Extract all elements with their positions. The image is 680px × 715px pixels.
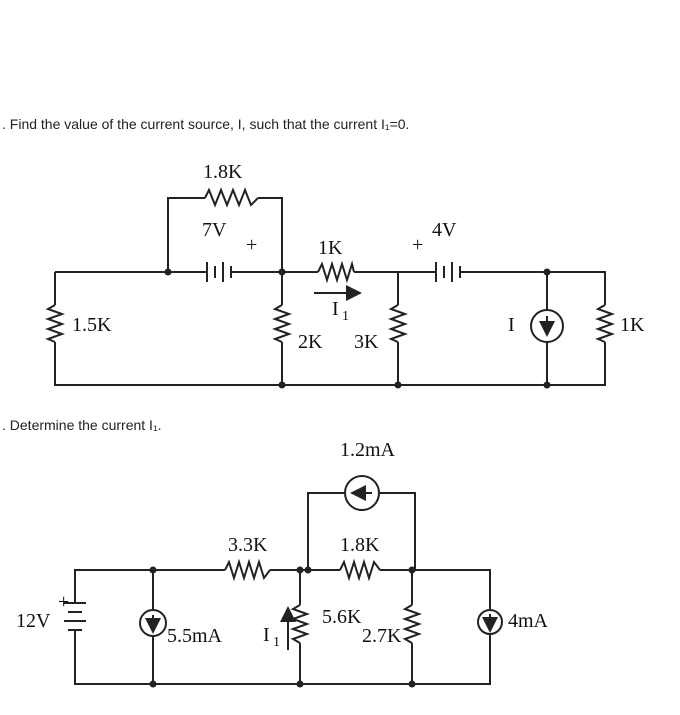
circuit-1: 1.8K 7V + 1K I 1 4V + 1.5K 2K 3K I 1K: [45, 161, 645, 389]
c2-label-12v-plus: +: [58, 591, 69, 613]
c1-resistor-1.8k: [204, 187, 259, 208]
c1-junction-dot: [278, 381, 286, 389]
c2-label-2.7k: 2.7K: [362, 625, 402, 647]
c2-junction-dot: [408, 680, 416, 688]
c1-label-3k: 3K: [354, 331, 379, 353]
c2-label-i1-sub: 1: [273, 635, 280, 650]
c2-label-i1: I: [263, 624, 270, 646]
c1-battery-4v: [432, 262, 468, 282]
c1-label-2k: 2K: [298, 331, 323, 353]
c1-label-7v: 7V: [202, 219, 227, 241]
c1-label-4v: 4V: [432, 219, 457, 241]
c2-label-5.5ma: 5.5mA: [167, 625, 223, 647]
c1-label-7v-plus: +: [246, 234, 257, 256]
c1-battery-7v: [200, 262, 240, 282]
c2-label-3.3k: 3.3K: [228, 534, 268, 556]
c1-wire-left-bottom: [54, 342, 606, 386]
c1-label-4v-plus: +: [412, 234, 423, 256]
c2-resistor-5.6k: [290, 604, 310, 644]
c1-current-source: [530, 309, 564, 343]
c1-junction-dot: [278, 268, 286, 276]
c1-resistor-1k: [317, 260, 355, 284]
c1-wire-right: [468, 271, 606, 305]
c2-wire-top-source: [307, 492, 416, 570]
c2-wire-top-left: [74, 569, 225, 603]
c2-junction-dot: [296, 680, 304, 688]
c1-junction-dot: [394, 381, 402, 389]
c1-resistor-2k: [272, 304, 292, 343]
c2-junction-dot: [296, 566, 304, 574]
c2-junction-dot: [149, 566, 157, 574]
c2-current-source-5.5ma: [139, 609, 167, 637]
c2-label-5.6k: 5.6K: [322, 606, 362, 628]
c1-junction-dot: [543, 268, 551, 276]
c2-resistor-3.3k: [224, 558, 271, 582]
c2-current-source-4ma: [477, 609, 503, 635]
c1-label-1.5k: 1.5K: [72, 314, 112, 336]
c2-resistor-1.8k: [339, 558, 381, 582]
c2-label-4ma: 4mA: [508, 610, 549, 632]
c2-junction-dot: [149, 680, 157, 688]
c1-label-1.8k: 1.8K: [203, 161, 243, 183]
c2-junction-dot: [304, 566, 312, 574]
c1-label-i1: I: [332, 298, 339, 320]
c2-wire-bottom: [74, 634, 491, 685]
c1-label-1k: 1K: [318, 237, 343, 259]
c2-label-1.2ma: 1.2mA: [340, 439, 396, 461]
c1-wire-bypass: [167, 197, 205, 272]
c2-junction-dot: [408, 566, 416, 574]
c2-resistor-2.7k: [402, 604, 422, 644]
c1-wire-bypass-right: [258, 197, 283, 272]
c2-label-1.8k: 1.8K: [340, 534, 380, 556]
c1-label-i1-sub: 1: [342, 309, 349, 324]
circuit-2: 1.2mA 3.3K 1.8K + 12V 5.5mA I 1 5.6K 2.7…: [16, 439, 549, 688]
c1-label-source-i: I: [508, 314, 515, 336]
c1-junction-dot: [164, 268, 172, 276]
c2-current-source-1.2ma: [344, 475, 380, 511]
c1-resistor-1.5k: [45, 304, 65, 343]
question-1-text: . Find the value of the current source, …: [2, 116, 410, 132]
c1-junction-dot: [543, 381, 551, 389]
c1-label-1k-right: 1K: [620, 314, 645, 336]
question-2-text: . Determine the current I₁.: [2, 417, 162, 433]
c2-label-12v: 12V: [16, 610, 51, 632]
c2-wire-top-right: [380, 569, 491, 610]
c2-battery-12v: [64, 602, 86, 640]
c1-resistor-3k: [388, 304, 408, 343]
c1-resistor-1k-right: [595, 304, 615, 343]
